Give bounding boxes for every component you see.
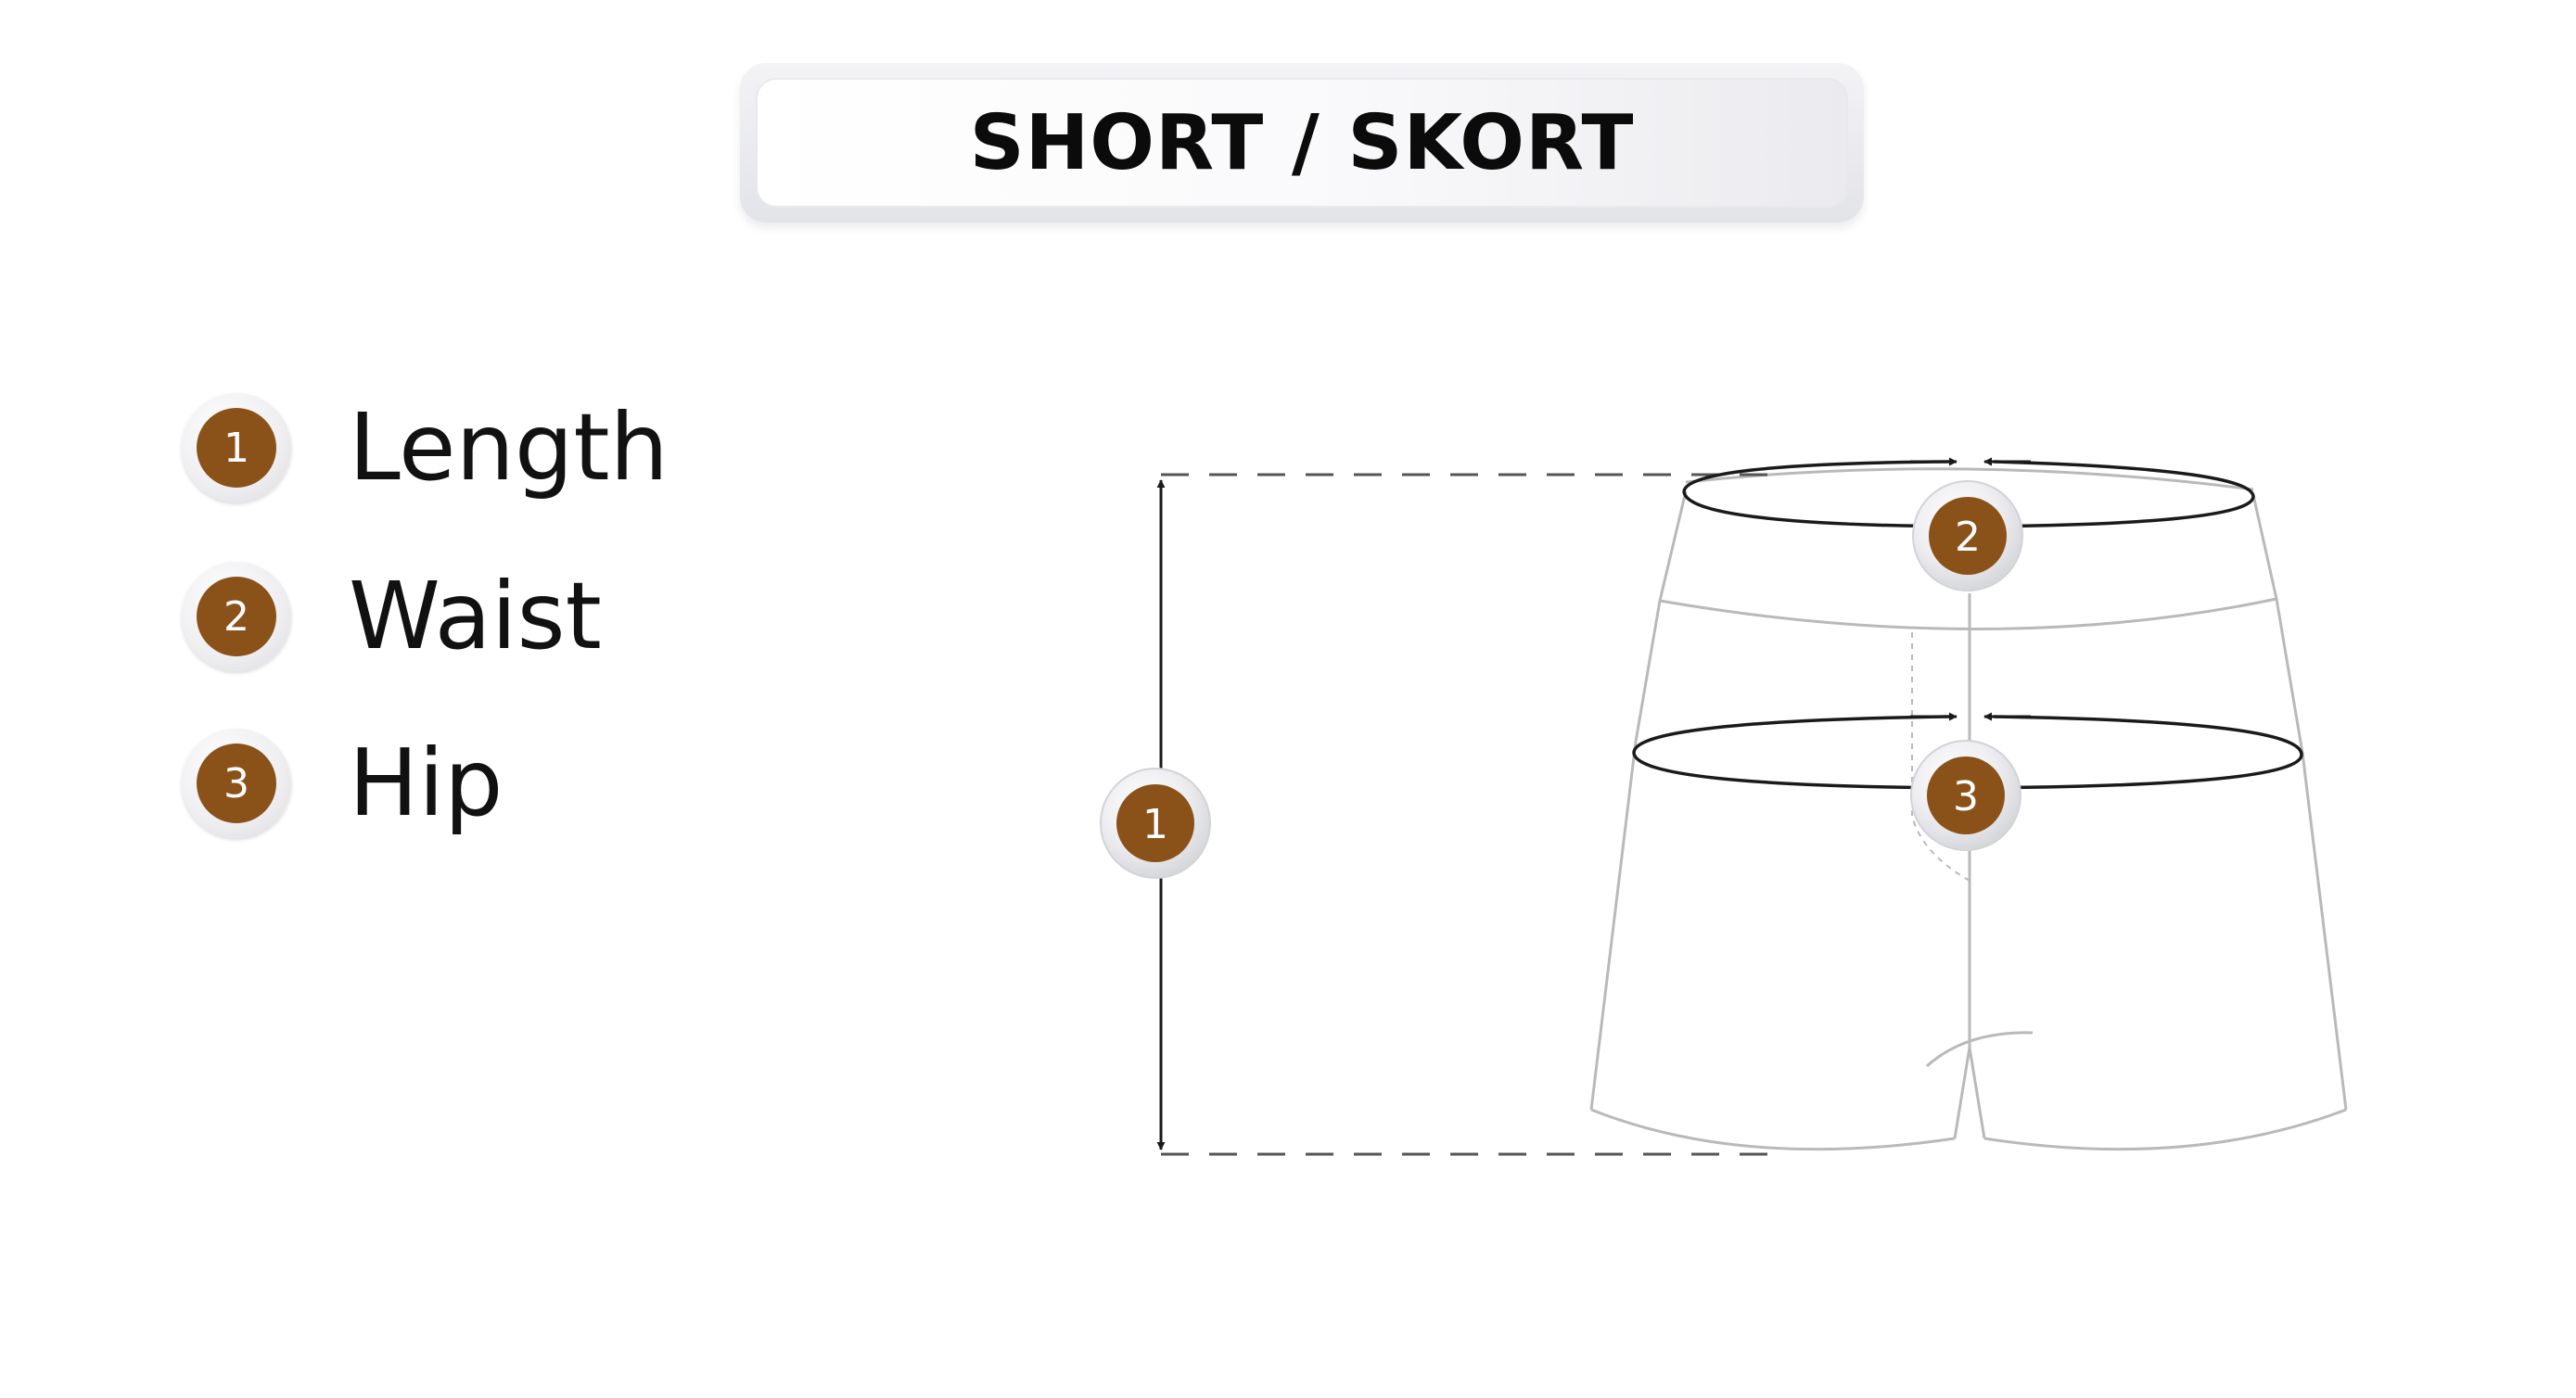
- legend-badge-number: 1: [197, 408, 276, 488]
- length-measure: [1156, 473, 1780, 1156]
- legend-label-hip: Hip: [349, 729, 504, 837]
- title-banner-inner: SHORT / SKORT: [756, 78, 1848, 208]
- legend-item-waist: 2 Waist: [182, 561, 602, 672]
- waistband-bottom: [1659, 597, 2277, 630]
- legend-badge-number: 2: [197, 577, 276, 656]
- title-banner: SHORT / SKORT: [740, 63, 1864, 222]
- legend-badge: 3: [182, 729, 291, 838]
- legend-badge-number: 3: [197, 743, 276, 823]
- left-side-seam: [1589, 490, 1688, 1111]
- waist-marker-number: 2: [1955, 514, 1981, 561]
- right-leg-hem: [1983, 1108, 2347, 1151]
- legend-label-length: Length: [349, 393, 669, 502]
- legend-badge: 2: [182, 562, 291, 671]
- hip-marker-number: 3: [1953, 773, 1979, 820]
- legend-item-length: 1 Length: [182, 392, 669, 503]
- right-side-seam: [2251, 494, 2348, 1111]
- page-title: SHORT / SKORT: [969, 98, 1635, 187]
- inseam: [1953, 1047, 1986, 1139]
- length-marker: 1: [1100, 768, 1211, 879]
- waist-marker: 2: [1912, 480, 2023, 591]
- length-marker-number: 1: [1142, 801, 1168, 848]
- fly-stitch: [1911, 632, 1970, 882]
- legend-badge: 1: [182, 393, 291, 502]
- legend-label-waist: Waist: [349, 562, 602, 670]
- left-leg-hem: [1590, 1108, 1956, 1151]
- pocket-curve: [1925, 1031, 2034, 1068]
- hip-marker: 3: [1910, 740, 2021, 851]
- legend-item-hip: 3 Hip: [182, 728, 503, 839]
